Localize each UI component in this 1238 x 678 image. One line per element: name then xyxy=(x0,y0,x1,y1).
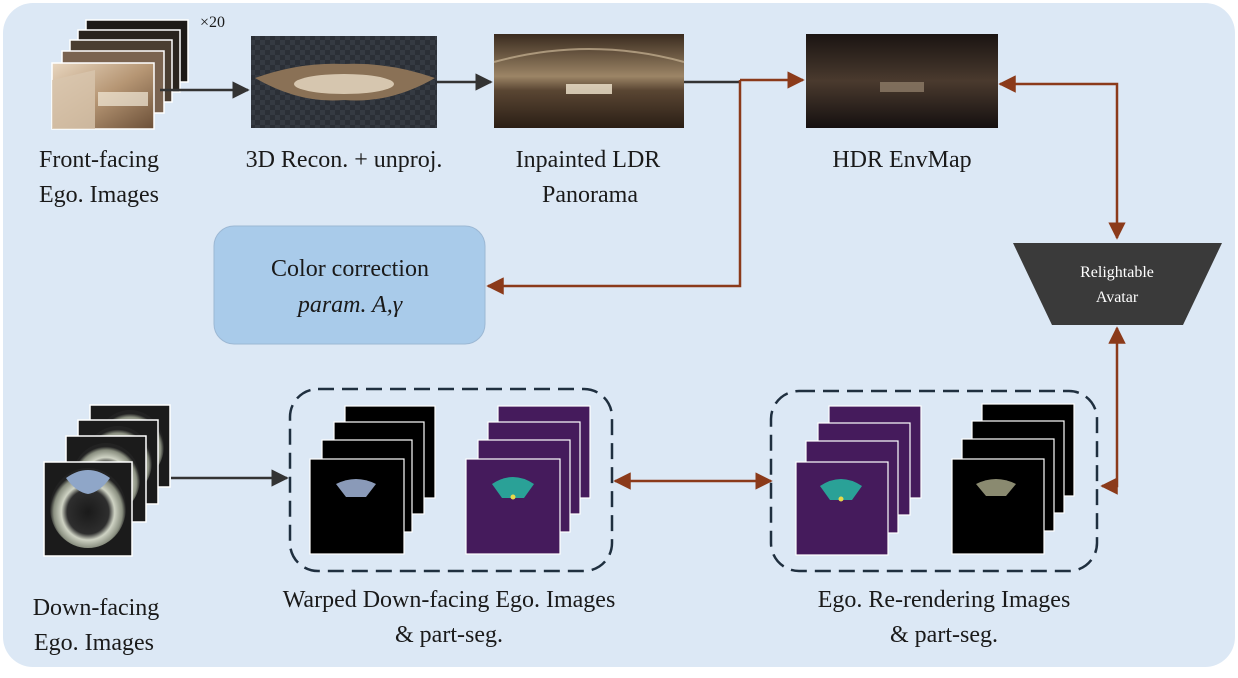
rerender-label-line2: & part-seg. xyxy=(890,622,998,648)
inpainted-label-line1: Inpainted LDR xyxy=(516,147,661,173)
warped-seg-stack xyxy=(465,405,591,555)
color-correction-box xyxy=(213,225,486,345)
recon-label: 3D Recon. + unproj. xyxy=(246,147,443,173)
front-facing-label-line2: Ego. Images xyxy=(39,182,159,208)
hdr-envmap-image xyxy=(806,34,998,128)
front-facing-image-stack xyxy=(51,19,189,130)
arrow-hdr-avatar xyxy=(998,75,1126,240)
down-facing-image-stack xyxy=(43,404,171,557)
hdr-label: HDR EnvMap xyxy=(832,147,971,173)
down-facing-label-line1: Down-facing xyxy=(33,595,160,621)
rerender-label-line1: Ego. Re-rendering Images xyxy=(818,587,1071,613)
rerender-seg-stack xyxy=(795,405,922,556)
front-facing-label-line1: Front-facing xyxy=(39,147,159,173)
recon-image xyxy=(251,36,437,128)
rerender-group-box xyxy=(769,389,1099,573)
warped-label-line2: & part-seg. xyxy=(395,622,503,648)
color-correction-line2: param. A,γ xyxy=(296,292,403,318)
avatar-label-line1: Relightable xyxy=(1080,264,1154,281)
warped-label-line1: Warped Down-facing Ego. Images xyxy=(283,587,616,613)
down-facing-label-line2: Ego. Images xyxy=(34,630,154,656)
multiplier-label: ×20 xyxy=(200,14,225,31)
warped-group-box xyxy=(288,387,614,573)
inpainted-label-line2: Panorama xyxy=(542,182,638,208)
relightable-avatar-block xyxy=(1013,243,1222,325)
warped-rgb-stack xyxy=(309,405,436,555)
color-correction-line1: Color correction xyxy=(271,256,429,282)
avatar-label-line2: Avatar xyxy=(1096,289,1139,306)
inpainted-panorama-image xyxy=(493,34,685,128)
arrow-avatar-rerender xyxy=(1100,326,1126,495)
rerender-rgb-stack xyxy=(951,403,1075,555)
arrow-to-color-correction xyxy=(486,80,742,295)
